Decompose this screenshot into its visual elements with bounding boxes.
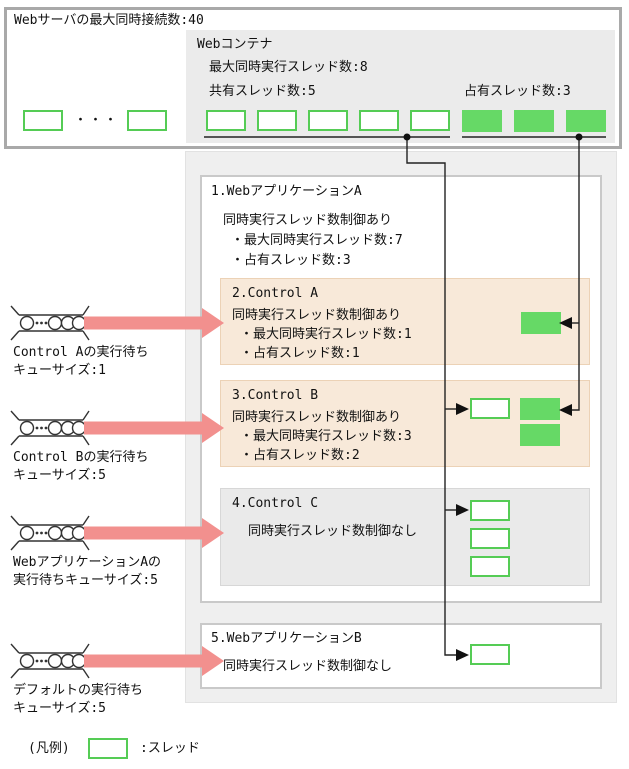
queue-1-label-1: Control Aの実行待ち — [13, 345, 149, 360]
legend-prefix: (凡例) — [28, 741, 70, 756]
dedicated-thread-box — [520, 398, 560, 420]
shared-thread-box — [470, 500, 510, 521]
shared-thread-box — [470, 556, 510, 577]
dedicated-thread-box — [514, 110, 554, 132]
control-b-shared-threads — [470, 398, 510, 419]
app-b-box — [200, 623, 602, 689]
queue-arrow — [84, 308, 224, 338]
queue-1-label-2: キューサイズ:1 — [13, 363, 107, 378]
dedicated-thread-box — [462, 110, 502, 132]
shared-thread-box — [308, 110, 348, 131]
app-b-control-mode: 同時実行スレッド数制御なし — [223, 659, 393, 674]
shared-thread-box — [470, 528, 510, 549]
control-a-dedicated-threads — [521, 312, 561, 334]
web-server-title: Webサーバの最大同時接続数:40 — [14, 13, 204, 28]
queue-arrow — [84, 518, 224, 548]
app-a-title: 1.WebアプリケーションA — [211, 184, 362, 199]
queue-2-label-2: キューサイズ:5 — [13, 468, 107, 483]
server-thread-right — [127, 110, 167, 131]
web-container-title: Webコンテナ — [197, 37, 273, 52]
queue-icon — [10, 410, 90, 446]
shared-thread-box — [23, 110, 63, 131]
shared-thread-box — [127, 110, 167, 131]
control-b-mode: 同時実行スレッド数制御あり — [232, 410, 402, 425]
container-shared-threads — [206, 110, 450, 131]
dedicated-thread-box — [520, 424, 560, 446]
queue-4-label-2: キューサイズ:5 — [13, 701, 107, 716]
control-c-shared-threads — [470, 500, 510, 577]
queue-arrow — [84, 413, 224, 443]
queue-icon — [10, 515, 90, 551]
control-a-title: 2.Control A — [232, 286, 319, 301]
queue-3-label-1: WebアプリケーションAの — [13, 555, 162, 570]
legend-thread-box — [88, 738, 128, 759]
queue-arrow — [84, 646, 224, 676]
shared-threads-label: 共有スレッド数:5 — [209, 84, 316, 99]
app-a-control-mode: 同時実行スレッド数制御あり — [223, 213, 393, 228]
app-a-bullet-1: ・最大同時実行スレッド数:7 — [231, 233, 403, 248]
control-b-bullet-2: ・占有スレッド数:2 — [240, 448, 360, 463]
shared-thread-box — [470, 398, 510, 419]
control-b-box — [220, 380, 590, 467]
app-b-title: 5.WebアプリケーションB — [211, 631, 362, 646]
app-b-shared-threads — [470, 644, 510, 665]
control-a-bullet-1: ・最大同時実行スレッド数:1 — [240, 327, 412, 342]
shared-thread-box — [359, 110, 399, 131]
control-b-dedicated-threads — [520, 398, 560, 446]
dedicated-threads-label: 占有スレッド数:3 — [464, 84, 571, 99]
shared-thread-box — [257, 110, 297, 131]
shared-thread-box — [470, 644, 510, 665]
dedicated-thread-box — [566, 110, 606, 132]
max-threads-label: 最大同時実行スレッド数:8 — [209, 60, 368, 75]
queue-icon — [10, 305, 90, 341]
queue-icon — [10, 643, 90, 679]
shared-thread-box — [410, 110, 450, 131]
queue-2-label-1: Control Bの実行待ち — [13, 450, 149, 465]
control-b-title: 3.Control B — [232, 388, 319, 403]
app-a-bullet-2: ・占有スレッド数:3 — [231, 253, 351, 268]
control-c-title: 4.Control C — [232, 496, 319, 511]
control-c-box — [220, 488, 590, 586]
control-a-mode: 同時実行スレッド数制御あり — [232, 308, 402, 323]
shared-thread-box — [206, 110, 246, 131]
server-thread-left — [23, 110, 63, 131]
control-c-mode: 同時実行スレッド数制御なし — [248, 524, 418, 539]
queue-3-label-2: 実行待ちキューサイズ:5 — [13, 573, 159, 588]
dedicated-thread-box — [521, 312, 561, 334]
container-dedicated-threads — [462, 110, 606, 132]
legend-label: :スレッド — [140, 741, 200, 756]
control-a-bullet-2: ・占有スレッド数:1 — [240, 346, 360, 361]
server-thread-ellipsis: ・・・ — [74, 113, 120, 128]
control-b-bullet-1: ・最大同時実行スレッド数:3 — [240, 429, 412, 444]
queue-4-label-1: デフォルトの実行待ち — [13, 683, 144, 698]
